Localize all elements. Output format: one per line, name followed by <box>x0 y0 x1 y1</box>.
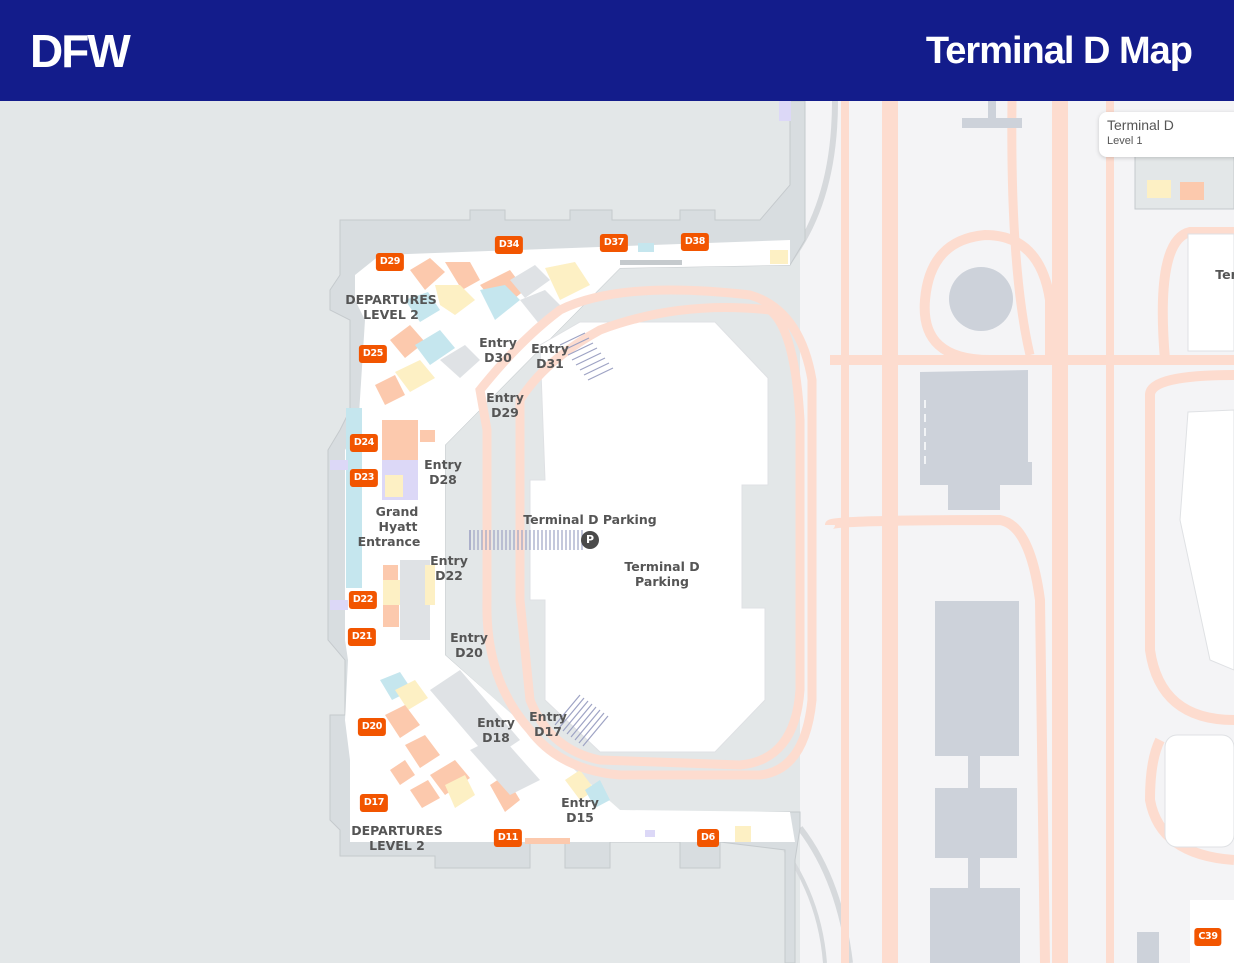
label-entry-d20[interactable]: Entry D20 <box>450 630 488 660</box>
skybridge-d31 <box>559 332 614 381</box>
label-line: LEVEL 2 <box>369 838 425 853</box>
parking-icon[interactable]: P <box>581 531 599 549</box>
label-line: D30 <box>484 350 512 365</box>
parking-garage <box>529 321 769 753</box>
label-terminal-d-parking-poi[interactable]: Terminal D Parking <box>523 512 657 527</box>
label-line: D28 <box>429 472 457 487</box>
gate-badge-d24[interactable]: D24 <box>349 434 379 452</box>
skybridge-d17 <box>554 694 609 747</box>
label-entry-d18[interactable]: Entry D18 <box>477 715 515 745</box>
gate-badge-c39[interactable]: C39 <box>1194 928 1222 946</box>
label-line: Entry <box>531 341 569 356</box>
label-entry-d30[interactable]: Entry D30 <box>479 335 517 365</box>
label-entry-d17[interactable]: Entry D17 <box>529 709 567 739</box>
roads <box>475 101 1035 780</box>
label-line: Hyatt <box>378 519 418 534</box>
app-header: DFW Terminal D Map <box>0 0 1234 101</box>
map-canvas[interactable] <box>0 101 1234 963</box>
gate-badge-d22[interactable]: D22 <box>348 591 378 609</box>
label-line: Entry <box>529 709 567 724</box>
label-grand-hyatt-entrance[interactable]: Grand Hyatt Entrance <box>358 504 421 549</box>
gate-badge-d23[interactable]: D23 <box>349 469 379 487</box>
label-line: Entry <box>430 553 468 568</box>
label-line: Entry <box>424 457 462 472</box>
brand-logo[interactable]: DFW <box>30 25 131 77</box>
gate-badge-d17[interactable]: D17 <box>359 794 389 812</box>
label-entry-d22[interactable]: Entry D22 <box>430 553 468 583</box>
label-departures-level2-north: DEPARTURES LEVEL 2 <box>345 292 437 322</box>
level-card-terminal: Terminal D <box>1107 117 1174 133</box>
label-line: LEVEL 2 <box>363 307 419 322</box>
label-terminal-partial: Ter <box>1215 267 1234 282</box>
shops-west <box>330 408 435 640</box>
label-entry-d31[interactable]: Entry D31 <box>531 341 569 371</box>
label-line: D22 <box>435 568 463 583</box>
level-card-level: Level 1 <box>1107 135 1143 147</box>
gate-badge-d38[interactable]: D38 <box>680 233 710 251</box>
label-line: D20 <box>455 645 483 660</box>
gate-badge-d34[interactable]: D34 <box>494 236 524 254</box>
highway <box>825 101 1234 963</box>
label-entry-d29[interactable]: Entry D29 <box>486 390 524 420</box>
label-line: DEPARTURES <box>351 823 443 838</box>
gate-badge-d29[interactable]: D29 <box>375 253 405 271</box>
label-line: D29 <box>491 405 519 420</box>
label-line: Entry <box>561 795 599 810</box>
label-line: Entrance <box>357 534 421 549</box>
label-line: D15 <box>566 810 594 825</box>
label-line: Grand <box>375 504 419 519</box>
label-line: D31 <box>536 356 564 371</box>
label-line: Entry <box>477 715 515 730</box>
label-line: Entry <box>450 630 488 645</box>
label-line: Entry <box>486 390 524 405</box>
gate-badge-d20[interactable]: D20 <box>357 718 387 736</box>
round-building <box>949 267 1013 331</box>
gate-badge-d6[interactable]: D6 <box>697 829 719 847</box>
label-line: Parking <box>635 574 689 589</box>
gate-badge-d37[interactable]: D37 <box>599 234 629 252</box>
page-title: Terminal D Map <box>925 30 1193 72</box>
gate-badge-d11[interactable]: D11 <box>493 829 523 847</box>
label-line: DEPARTURES <box>345 292 437 307</box>
label-line: D17 <box>534 724 562 739</box>
label-terminal-d-parking-area: Terminal D Parking <box>624 559 699 589</box>
label-departures-level2-south: DEPARTURES LEVEL 2 <box>351 823 443 853</box>
label-line: Entry <box>479 335 517 350</box>
gate-badge-d25[interactable]: D25 <box>358 345 388 363</box>
shops-nw <box>375 258 590 405</box>
label-line: D18 <box>482 730 510 745</box>
label-entry-d15[interactable]: Entry D15 <box>561 795 599 825</box>
gate-badge-d21[interactable]: D21 <box>347 628 377 646</box>
label-entry-d28[interactable]: Entry D28 <box>424 457 462 487</box>
shops-sw <box>380 101 791 844</box>
label-line: Terminal D <box>624 559 700 574</box>
parking-skybridge-west <box>469 530 583 550</box>
terminal-map[interactable]: Terminal D Level 1 D29 D34 D37 D38 D25 D… <box>0 101 1234 963</box>
level-indicator-card[interactable]: Terminal D Level 1 <box>1099 112 1234 157</box>
